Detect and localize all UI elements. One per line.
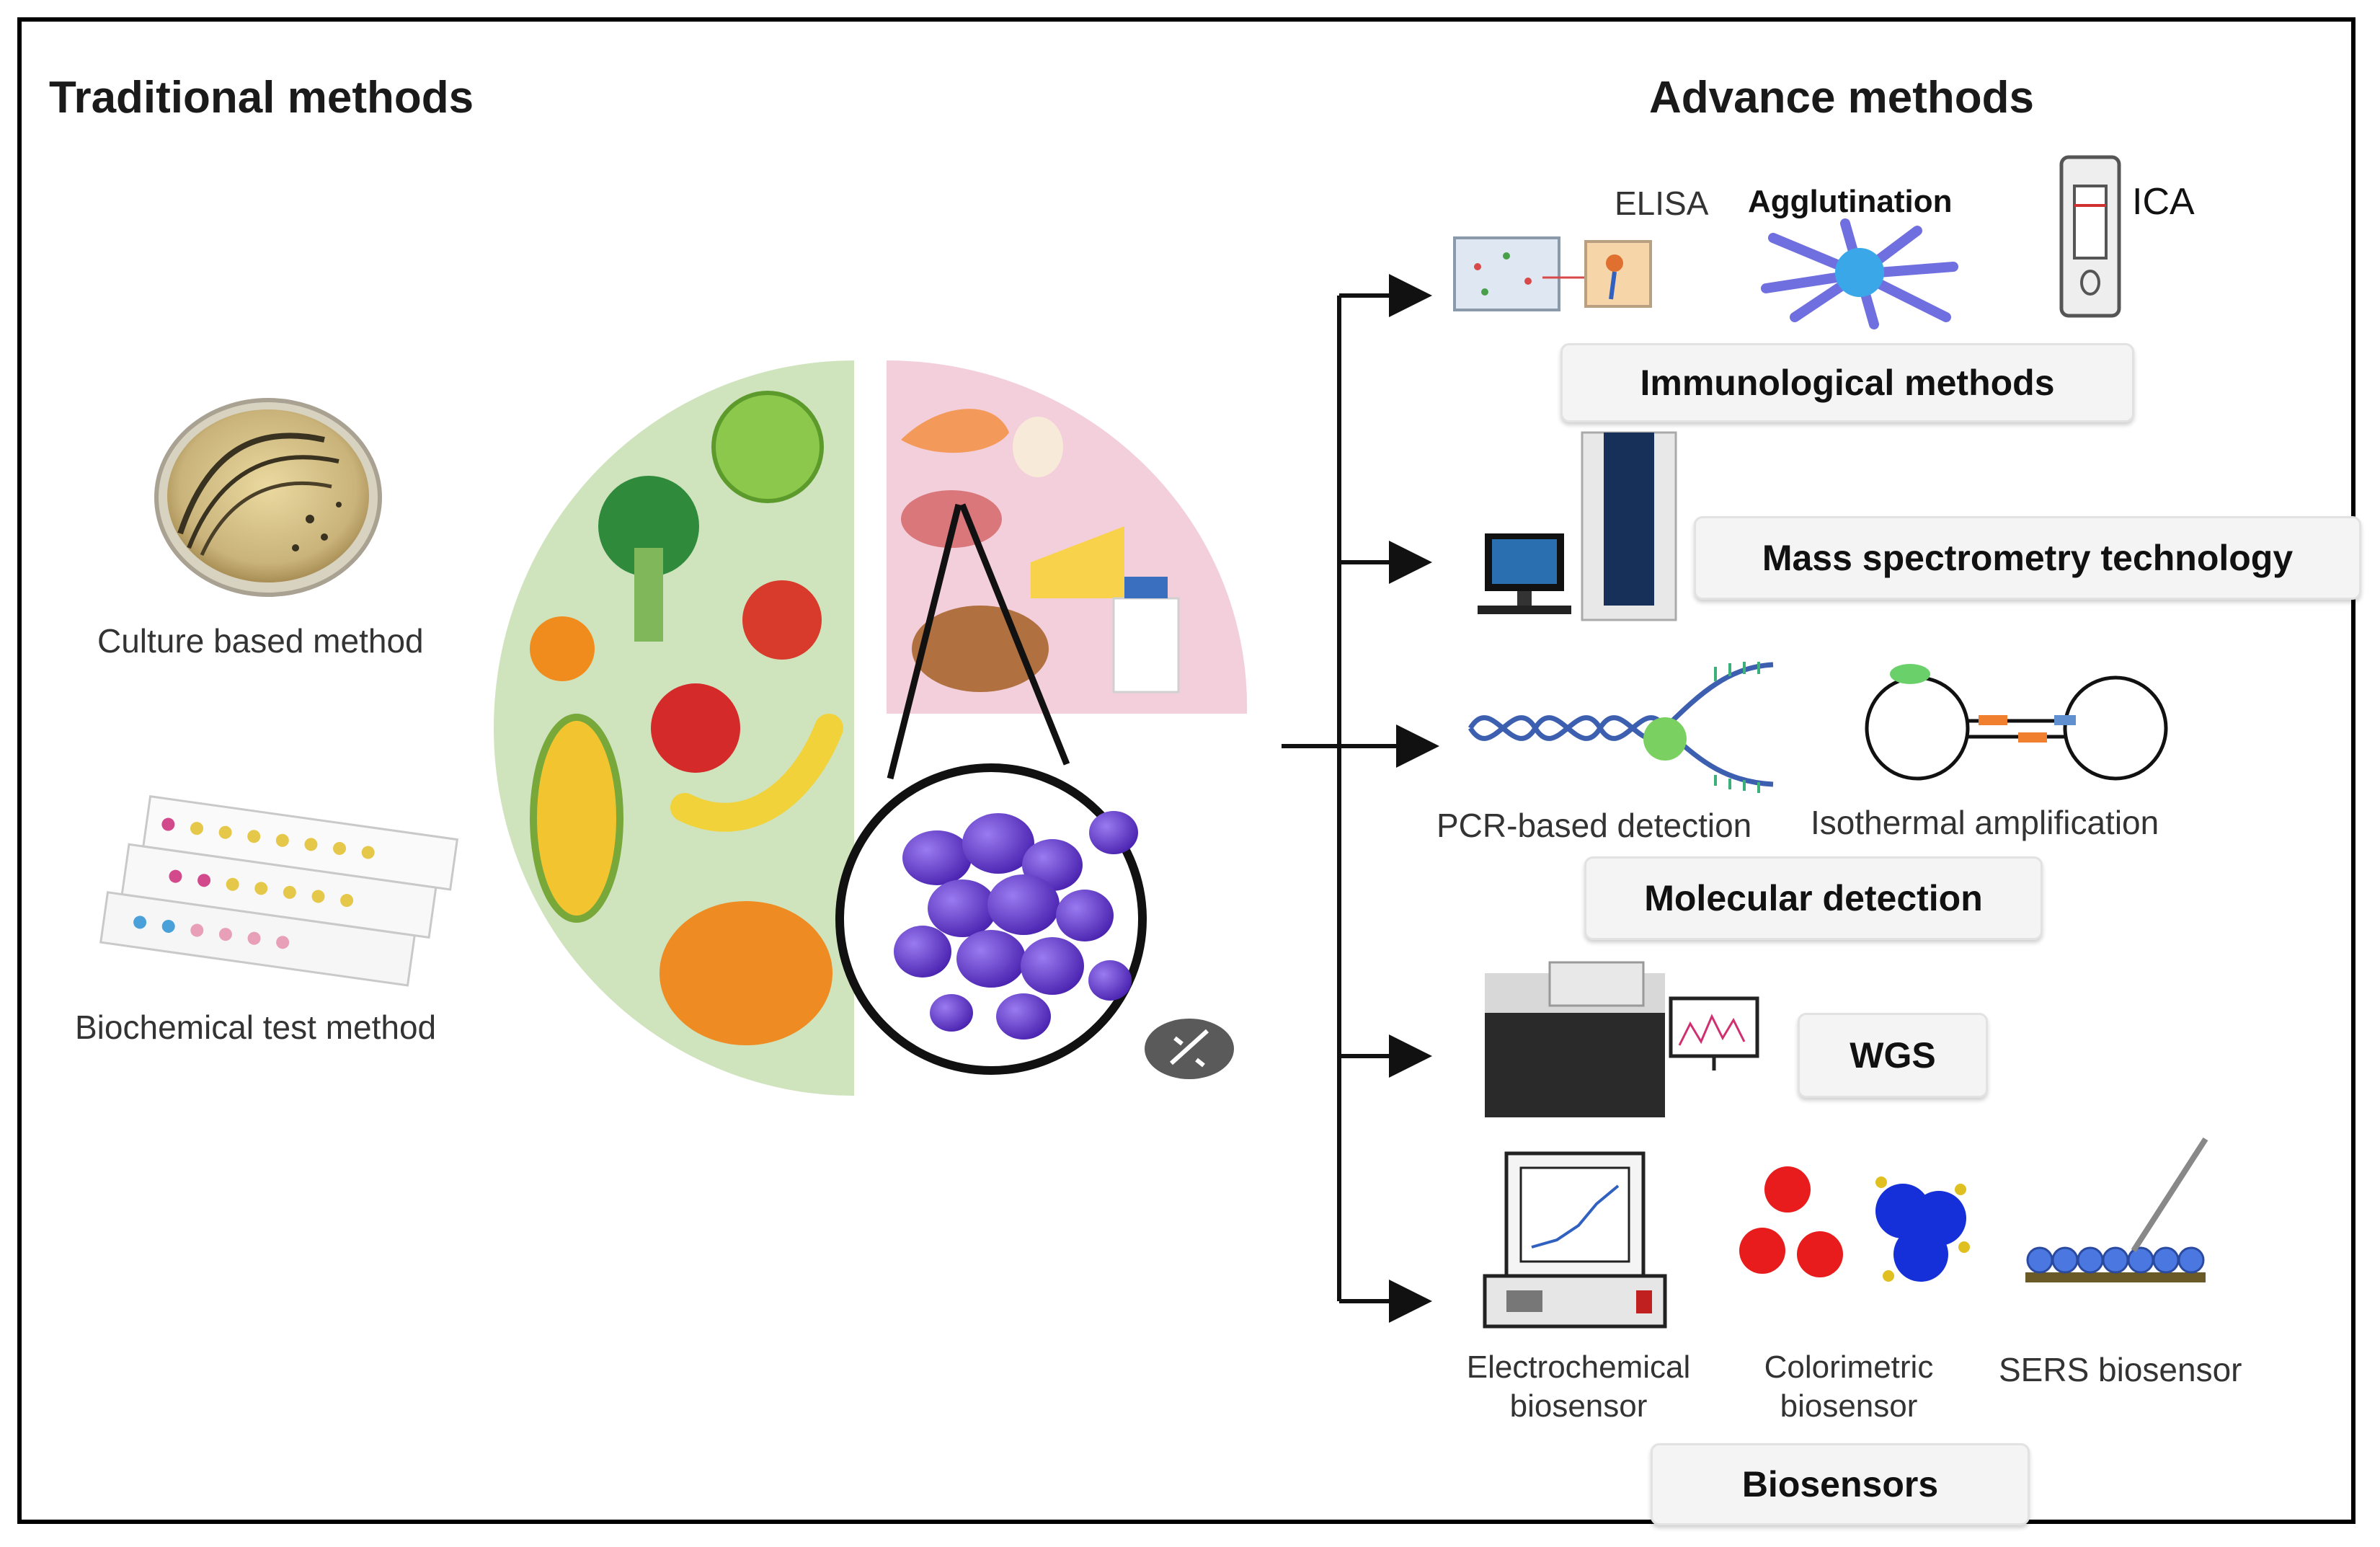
flow-arrows <box>1282 274 1439 1323</box>
colorimetric-line-1: Colorimetric <box>1764 1349 1934 1385</box>
mass-spectrometry-box: Mass spectrometry technology <box>1694 516 2361 600</box>
electrochemical-biosensor-label: Electrochemical biosensor <box>1456 1348 1701 1426</box>
elisa-plate-icon <box>1453 236 1652 311</box>
culture-method-label: Culture based method <box>97 622 424 660</box>
magnifier-icon <box>835 503 1234 1079</box>
food-plate-icon <box>494 360 1248 1096</box>
mass-spectrometer-icon <box>1478 431 1677 621</box>
sers-biosensor-label: SERS biosensor <box>1999 1351 2242 1388</box>
colorimetric-nanoparticles-icon <box>1739 1166 1970 1282</box>
test-strips-icon <box>99 795 459 987</box>
isothermal-amplification-label: Isothermal amplification <box>1811 804 2159 841</box>
isothermal-icon <box>1865 664 2168 781</box>
elisa-label: ELISA <box>1615 185 1709 222</box>
agglutination-label: Agglutination <box>1748 184 1953 219</box>
colorimetric-line-2: biosensor <box>1780 1388 1918 1424</box>
colorimetric-biosensor-label: Colorimetric biosensor <box>1748 1348 1950 1426</box>
biosensors-box: Biosensors <box>1651 1443 2030 1525</box>
molecular-detection-box: Molecular detection <box>1584 856 2043 940</box>
ica-label: ICA <box>2132 181 2195 223</box>
figure-frame <box>17 17 2355 1524</box>
petri-dish-icon <box>154 398 382 597</box>
pcr-detection-label: PCR-based detection <box>1437 807 1752 844</box>
wgs-box: WGS <box>1798 1013 1988 1098</box>
sequencer-icon <box>1485 961 1759 1117</box>
ica-strip-icon <box>2059 155 2121 318</box>
biochemical-method-label: Biochemical test method <box>75 1009 437 1046</box>
electrochemical-line-2: biosensor <box>1509 1388 1648 1424</box>
advance-methods-title: Advance methods <box>1649 73 2035 123</box>
traditional-methods-title: Traditional methods <box>49 73 474 123</box>
potentiostat-icon <box>1483 1151 1667 1329</box>
sers-biosensor-icon <box>2025 1137 2208 1282</box>
immunological-methods-box: Immunological methods <box>1560 343 2134 422</box>
dna-icon <box>1468 662 1774 793</box>
agglutination-icon <box>1761 218 1958 329</box>
electrochemical-line-1: Electrochemical <box>1466 1349 1691 1385</box>
